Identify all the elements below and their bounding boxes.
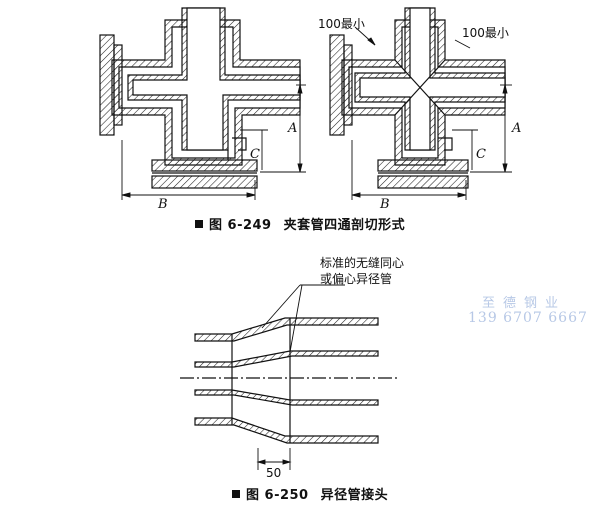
fig249-right-dimensions [351, 26, 512, 200]
left-side-flange [99, 34, 115, 136]
label-b-left: B [157, 197, 168, 212]
reducer-outer-top [194, 317, 379, 342]
caption-title: 夹套管四通剖切形式 [283, 218, 406, 233]
right-side-flange [329, 34, 345, 136]
callout-line2: 或偏心异径管 [320, 271, 392, 286]
left-core-bore [132, 7, 301, 151]
watermark-company: 至德钢业 [482, 296, 567, 311]
fig250-annotations [256, 284, 345, 470]
right-bottom-flange-2 [377, 175, 469, 189]
reducer-inner-top [194, 350, 379, 368]
caption-number: 图 6-250 [246, 488, 309, 503]
label-a-left: A [287, 121, 297, 136]
fig250-reducer [180, 317, 400, 444]
caption-fig249: 图 6-249 夹套管四通剖切形式 [195, 214, 405, 233]
caption-bullet-icon [232, 490, 240, 498]
watermark-phone: 139 6707 6667 [468, 310, 588, 326]
fig249-right-cross [329, 7, 506, 189]
fig249-left-dimensions [121, 84, 306, 200]
right-bottom-flange [377, 159, 469, 172]
dim-50: 50 [266, 466, 281, 480]
reducer-outer-bottom [194, 417, 379, 444]
reducer-inner-bottom [194, 389, 379, 406]
caption-fig250: 图 6-250 异径管接头 [232, 484, 388, 503]
left-bottom-flange-2 [151, 175, 258, 189]
right-side-flange-2 [343, 44, 353, 126]
dim-min-right: 100最小 [462, 26, 509, 40]
left-bottom-flange [151, 159, 258, 172]
caption-number: 图 6-249 [209, 218, 272, 233]
label-b-right: B [379, 197, 390, 212]
right-core-bore [359, 7, 506, 151]
dim-min-left: 100最小 [318, 17, 365, 31]
callout-line1: 标准的无缝同心 [320, 255, 404, 270]
label-c-right: C [476, 147, 486, 162]
caption-title: 异径管接头 [320, 488, 389, 503]
caption-bullet-icon [195, 220, 203, 228]
label-a-right: A [511, 121, 521, 136]
left-side-flange-2 [113, 44, 123, 126]
label-c-left: C [250, 147, 260, 162]
fig249-left-cross [99, 7, 301, 189]
